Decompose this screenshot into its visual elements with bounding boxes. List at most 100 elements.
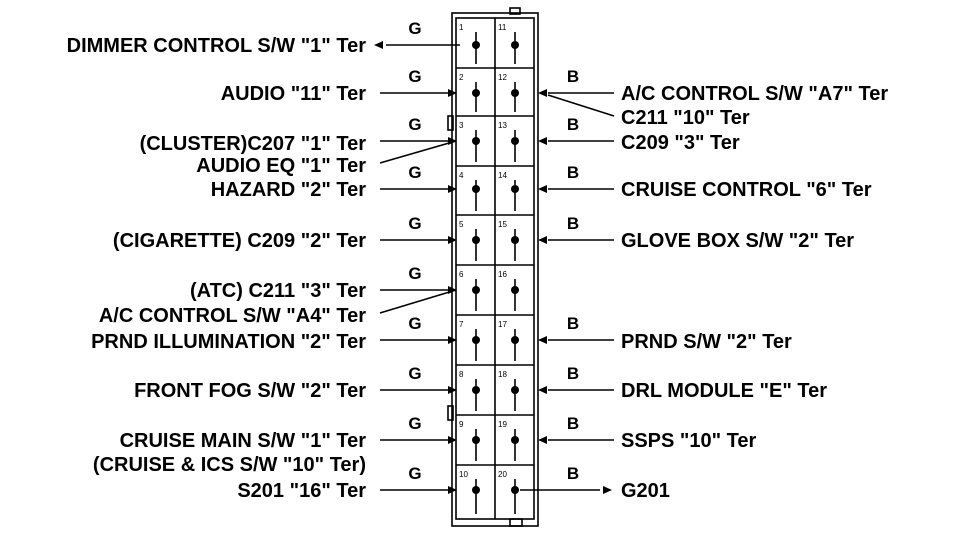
terminal-pin (472, 486, 480, 494)
left-label: (CLUSTER)C207 "1" Ter (140, 133, 367, 155)
right-wire (520, 486, 612, 494)
left-label: (CIGARETTE) C209 "2" Ter (113, 230, 366, 252)
pin-number: 13 (498, 121, 507, 130)
left-label: FRONT FOG S/W "2" Ter (134, 380, 366, 402)
left-wire (380, 185, 457, 193)
right-label: A/C CONTROL S/W "A7" Ter (621, 83, 888, 105)
pin-number: 15 (498, 220, 507, 229)
left-label: AUDIO "11" Ter (221, 83, 367, 105)
right-label: PRND S/W "2" Ter (621, 331, 792, 353)
terminal-pin (472, 336, 480, 344)
pin-number: 9 (459, 420, 464, 429)
terminal-pin (511, 336, 519, 344)
left-wire (380, 436, 457, 444)
pin-number: 17 (498, 320, 507, 329)
right-wire (538, 89, 614, 97)
terminal-pin (511, 137, 519, 145)
terminal-pin (511, 286, 519, 294)
right-wire (538, 386, 614, 394)
pin-number: 14 (498, 171, 507, 180)
pin-number: 19 (498, 420, 507, 429)
right-label: C211 "10" Ter (621, 107, 750, 129)
right-label: GLOVE BOX S/W "2" Ter (621, 230, 854, 252)
pin-number: 1 (459, 23, 464, 32)
left-label: PRND ILLUMINATION "2" Ter (91, 331, 366, 353)
wire-color-g: G (408, 314, 421, 333)
terminal-pin (472, 137, 480, 145)
pin-number: 7 (459, 320, 464, 329)
left-wire (380, 89, 457, 97)
left-label: (ATC) C211 "3" Ter (190, 280, 366, 302)
terminal-pin (472, 89, 480, 97)
pin-number: 12 (498, 73, 507, 82)
pin-number: 5 (459, 220, 464, 229)
left-label: A/C CONTROL S/W "A4" Ter (99, 305, 366, 327)
wire-color-g: G (408, 115, 421, 134)
right-wire (538, 137, 614, 145)
pin-number: 2 (459, 73, 464, 82)
wire-color-g: G (408, 414, 421, 433)
left-label: S201 "16" Ter (237, 480, 366, 502)
terminal-pin (472, 286, 480, 294)
right-label: CRUISE CONTROL "6" Ter (621, 179, 872, 201)
left-label: HAZARD "2" Ter (211, 179, 366, 201)
terminal-pin (511, 486, 519, 494)
terminal-pin (511, 436, 519, 444)
left-wire (380, 386, 457, 394)
wire-color-b: B (567, 163, 579, 182)
wire-color-b: B (567, 214, 579, 233)
terminal-pin (511, 386, 519, 394)
wire-color-b: B (567, 115, 579, 134)
right-wires: B B B B B B B B (520, 67, 615, 494)
left-wire (380, 486, 457, 494)
pin-number: 11 (498, 23, 507, 32)
left-label: CRUISE MAIN S/W "1" Ter (120, 430, 367, 452)
terminal-pin (472, 436, 480, 444)
right-label: G201 (621, 480, 670, 502)
terminal-pin (472, 41, 480, 49)
terminal-pin (472, 185, 480, 193)
wire-color-g: G (408, 163, 421, 182)
pin-number: 18 (498, 370, 507, 379)
terminal-pin (511, 185, 519, 193)
left-label: (CRUISE & ICS S/W "10" Ter) (93, 454, 366, 476)
wire-color-g: G (408, 19, 421, 38)
wire-color-b: B (567, 414, 579, 433)
pin-number: 10 (459, 470, 468, 479)
right-wire (538, 336, 614, 344)
wire-color-b: B (567, 364, 579, 383)
pin-number: 4 (459, 171, 464, 180)
pin-number: 20 (498, 470, 507, 479)
wire-color-g: G (408, 364, 421, 383)
right-label: DRL MODULE "E" Ter (621, 380, 827, 402)
wire-color-b: B (567, 464, 579, 483)
wire-color-b: B (567, 67, 579, 86)
pin-number: 16 (498, 270, 507, 279)
wire-color-g: G (408, 67, 421, 86)
terminal-pin (511, 236, 519, 244)
terminal-pin (511, 89, 519, 97)
wire-color-g: G (408, 464, 421, 483)
right-wire (538, 236, 614, 244)
terminal-pin (472, 386, 480, 394)
wire-color-g: G (408, 264, 421, 283)
left-wire (374, 41, 460, 49)
right-wire (538, 185, 614, 193)
pin-number: 3 (459, 121, 464, 130)
wire-color-g: G (408, 214, 421, 233)
right-wire (538, 436, 614, 444)
left-label: AUDIO EQ "1" Ter (196, 155, 366, 177)
pin-number: 8 (459, 370, 464, 379)
pin-number: 6 (459, 270, 464, 279)
left-wires: G G G G G G G G G G (374, 19, 460, 494)
left-label: DIMMER CONTROL S/W "1" Ter (67, 35, 367, 57)
left-wire (380, 236, 457, 244)
left-wire (380, 336, 457, 344)
right-label: SSPS "10" Ter (621, 430, 757, 452)
terminal-pin (472, 236, 480, 244)
wire-color-b: B (567, 314, 579, 333)
